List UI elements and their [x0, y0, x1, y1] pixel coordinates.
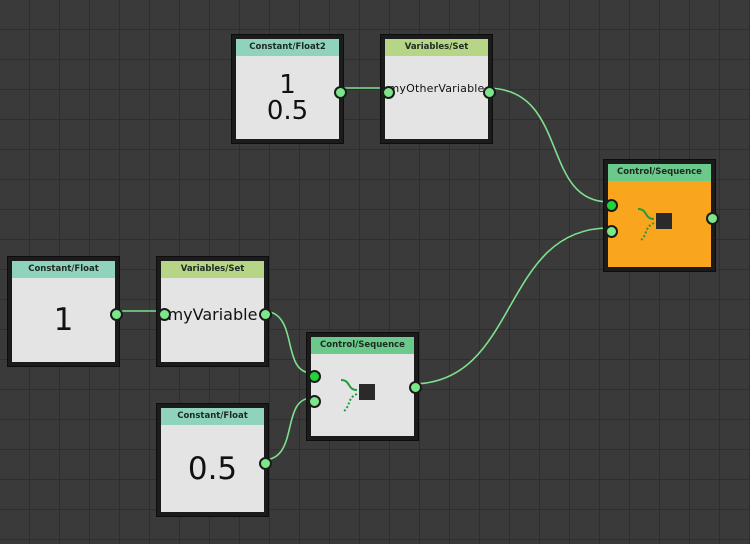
node-constant-float-half[interactable]: Constant/Float 0.5 — [157, 404, 272, 516]
node-title: Constant/Float — [161, 408, 264, 425]
sequence-icon — [340, 379, 375, 413]
node-title: Control/Sequence — [608, 164, 711, 181]
output-port[interactable] — [259, 308, 272, 321]
node-body: 0.5 — [161, 425, 264, 512]
node-body: 1 0.5 — [236, 56, 339, 139]
node-title: Constant/Float — [12, 261, 115, 278]
wire-float-b-to-seq-mid — [262, 397, 313, 461]
node-body — [608, 181, 711, 267]
input-port[interactable] — [605, 225, 618, 238]
node-constant-float-one[interactable]: Constant/Float 1 — [8, 257, 123, 366]
node-title: Constant/Float2 — [236, 39, 339, 56]
output-port[interactable] — [409, 381, 422, 394]
float-value: 1 — [53, 302, 74, 338]
output-port[interactable] — [259, 457, 272, 470]
node-title: Variables/Set — [161, 261, 264, 278]
node-body: 1 — [12, 278, 115, 362]
float-value: 0.5 — [187, 450, 238, 487]
variable-name: myVariable — [167, 305, 258, 324]
value-y: 0.5 — [266, 95, 309, 126]
node-body — [311, 354, 414, 436]
node-variables-set-my[interactable]: Variables/Set myVariable — [157, 257, 272, 366]
sequence-icon — [637, 208, 672, 242]
node-body: myOtherVariable — [385, 56, 488, 139]
wire-set-my-to-seq-mid — [262, 310, 313, 374]
output-port[interactable] — [483, 86, 496, 99]
exec-input-port[interactable] — [308, 370, 321, 383]
node-constant-float2[interactable]: Constant/Float2 1 0.5 — [232, 35, 347, 143]
output-port[interactable] — [110, 308, 123, 321]
input-port[interactable] — [158, 308, 171, 321]
node-control-sequence-top[interactable]: Control/Sequence — [604, 160, 719, 271]
input-port[interactable] — [308, 395, 321, 408]
node-title: Variables/Set — [385, 39, 488, 56]
wire-seq-mid-to-seq-top — [411, 227, 610, 385]
node-variables-set-other[interactable]: Variables/Set myOtherVariable — [381, 35, 496, 143]
node-body: myVariable — [161, 278, 264, 362]
node-title: Control/Sequence — [311, 337, 414, 354]
value-x: 1 — [279, 69, 296, 100]
variable-name: myOtherVariable — [388, 82, 485, 95]
wire-set-other-to-seq-top — [486, 87, 610, 203]
node-control-sequence-mid[interactable]: Control/Sequence — [307, 333, 422, 440]
float2-values: 1 0.5 — [267, 72, 308, 124]
exec-input-port[interactable] — [605, 199, 618, 212]
output-port[interactable] — [706, 212, 719, 225]
input-port[interactable] — [382, 86, 395, 99]
output-port[interactable] — [334, 86, 347, 99]
